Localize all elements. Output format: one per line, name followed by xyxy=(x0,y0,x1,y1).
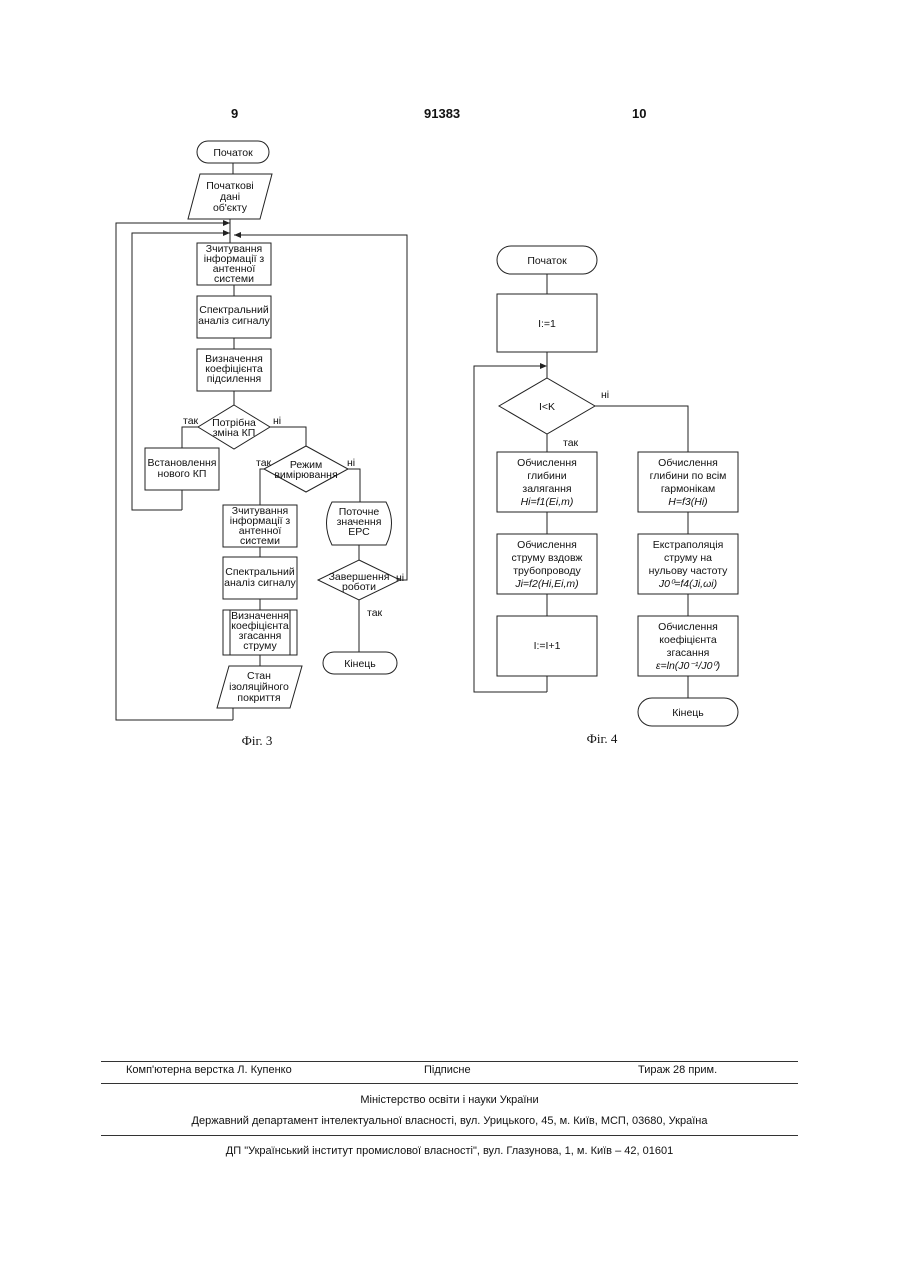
footer-department: Державний департамент інтелектуальної вл… xyxy=(101,1115,798,1127)
fig4-atten-label: Обчисленнякоефіцієнтазгасання xyxy=(658,621,718,659)
fig3-end-no: ні xyxy=(396,572,404,584)
flowcharts: Початок Початковіданіоб'єкту Зчитуванняі… xyxy=(0,0,901,800)
fig4-end-label: Кінець xyxy=(672,707,704,719)
fig4-current-label: Обчисленняструму вздовжтрубопроводу xyxy=(512,539,583,577)
fig4-extrap-formula: J0⁰=f4(Ji,ωi) xyxy=(658,578,717,590)
fig3-mode-yes: так xyxy=(256,457,272,469)
fig3-gain-no: ні xyxy=(273,415,281,427)
fig4-start-label: Початок xyxy=(527,255,567,267)
footer-institute: ДП "Український інститут промислової вла… xyxy=(101,1145,798,1157)
fig3-mode-no: ні xyxy=(347,457,355,469)
fig4-init-label: I:=1 xyxy=(538,318,556,330)
fig4-caption: Фіг. 4 xyxy=(587,731,618,746)
footer-ministry: Міністерство освіти і науки України xyxy=(101,1094,798,1106)
fig3-gain-yes: так xyxy=(183,415,199,427)
footer-rule-3 xyxy=(101,1135,798,1136)
footer-typesetter: Комп'ютерна верстка Л. Купенко xyxy=(126,1064,292,1076)
fig4-depth-all-formula: H=f3(Hi) xyxy=(668,496,707,508)
fig3-end-yes: так xyxy=(367,607,383,619)
fig4-depth-formula: Hi=f1(Ei,m) xyxy=(521,496,574,508)
fig4-depth-all-label: Обчисленняглибини по всімгармонікам xyxy=(650,457,727,495)
fig4-decision-no: ні xyxy=(601,389,609,401)
fig4-current-formula: Ji=f2(Hi,Ei,m) xyxy=(514,578,578,590)
fig3-gain-label: Визначеннякоефіцієнтапідсилення xyxy=(205,353,263,385)
fig3-end-label: Кінець xyxy=(344,658,376,670)
footer-rule-2 xyxy=(101,1083,798,1084)
fig3-spectral-label-1: Спектральнийаналіз сигналу xyxy=(198,304,270,327)
fig3-start-label: Початок xyxy=(213,147,253,159)
footer-circulation: Тираж 28 прим. xyxy=(638,1064,717,1076)
footer-rule-1 xyxy=(101,1061,798,1062)
footer-signed: Підписне xyxy=(424,1064,471,1076)
fig4-decision-label: I<K xyxy=(539,401,555,413)
fig3-gain-decision-label: Потрібназміна КП xyxy=(212,417,256,439)
fig3-spectral-label-2: Спектральнийаналіз сигналу xyxy=(224,566,296,589)
fig4-decision-yes: так xyxy=(563,437,579,449)
fig3-set-gain-label: Встановленнянового КП xyxy=(147,457,216,480)
fig3-caption: Фіг. 3 xyxy=(242,733,273,748)
fig4-incr-label: I:=I+1 xyxy=(534,640,561,652)
fig4-atten-formula: ε=ln(J0⁻¹/J0⁰) xyxy=(656,660,720,672)
fig4-flowchart: Початок I:=1 I<K ні так Обчисленняглибин… xyxy=(474,246,738,746)
fig3-flowchart: Початок Початковіданіоб'єкту Зчитуванняі… xyxy=(116,141,407,748)
